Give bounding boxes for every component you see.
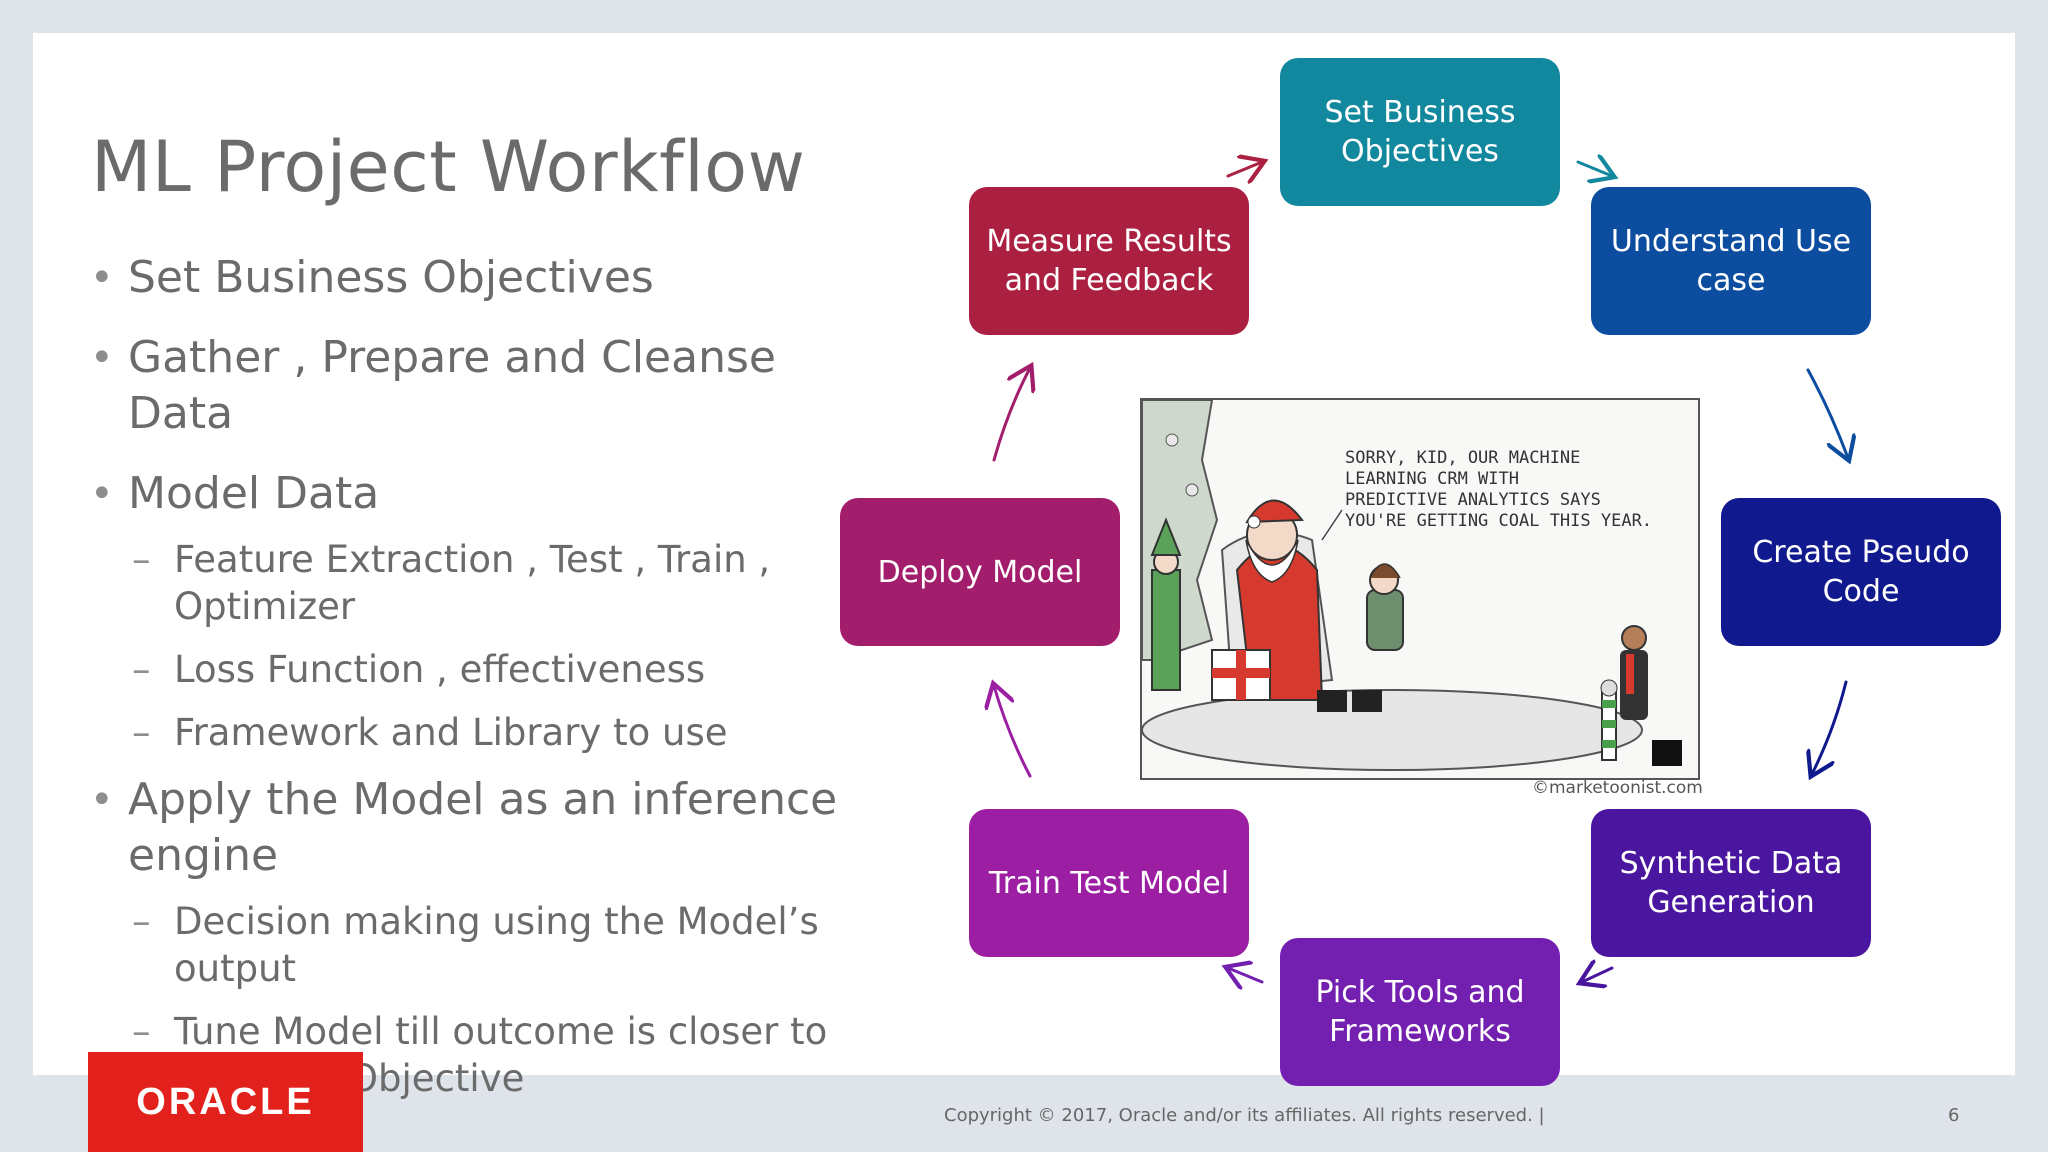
bullet-item: Apply the Model as an inference engine [88, 772, 848, 884]
step-measure-results-and-feedback: Measure Results and Feedback [969, 187, 1249, 335]
slide-title: ML Project Workflow [91, 126, 806, 208]
arrow-train-to-deploy [994, 686, 1032, 778]
sub-bullet-item: Feature Extraction , Test , Train , Opti… [88, 536, 794, 630]
step-create-pseudo-code: Create Pseudo Code [1721, 498, 2001, 646]
cartoon-image: SORRY, KID, OUR MACHINE LEARNING CRM WIT… [1140, 398, 1700, 780]
sub-bullet-item: Framework and Library to use [88, 709, 878, 756]
copyright-text: Copyright © 2017, Oracle and/or its affi… [944, 1105, 1545, 1126]
sub-bullet-item: Loss Function , effectiveness [88, 646, 878, 693]
arrow-pick-to-train [1228, 968, 1264, 982]
arrow-deploy-to-measure [992, 368, 1030, 462]
step-train-test-model: Train Test Model [969, 809, 1249, 957]
step-deploy-model: Deploy Model [840, 498, 1120, 646]
page-number: 6 [1948, 1105, 1960, 1126]
cartoon-credit: ©marketoonist.com [1532, 778, 1703, 798]
sub-bullet-item: Decision making using the Model’s output [88, 898, 874, 992]
bullet-item: Set Business Objectives [88, 250, 878, 306]
bullet-item: Model Data [88, 466, 878, 522]
step-understand-use-case: Understand Use case [1591, 187, 1871, 335]
bullet-item: Gather , Prepare and Cleanse Data [88, 330, 878, 442]
arrow-pseudo-to-synthetic [1812, 680, 1848, 774]
step-set-business-objectives: Set Business Objectives [1280, 58, 1560, 206]
oracle-logo: ORACLE [88, 1052, 363, 1152]
arrow-measure-to-set [1226, 162, 1262, 176]
cartoon-drawing [1142, 400, 1682, 771]
step-synthetic-data-generation: Synthetic Data Generation [1591, 809, 1871, 957]
cartoon-speech-text: SORRY, KID, OUR MACHINE LEARNING CRM WIT… [1345, 448, 1653, 531]
arrow-set-to-understand [1576, 162, 1612, 176]
arrow-understand-to-pseudo [1806, 368, 1848, 458]
step-pick-tools-and-frameworks: Pick Tools and Frameworks [1280, 938, 1560, 1086]
arrow-synthetic-to-pick [1582, 968, 1614, 982]
oracle-logo-text: ORACLE [136, 1080, 315, 1123]
